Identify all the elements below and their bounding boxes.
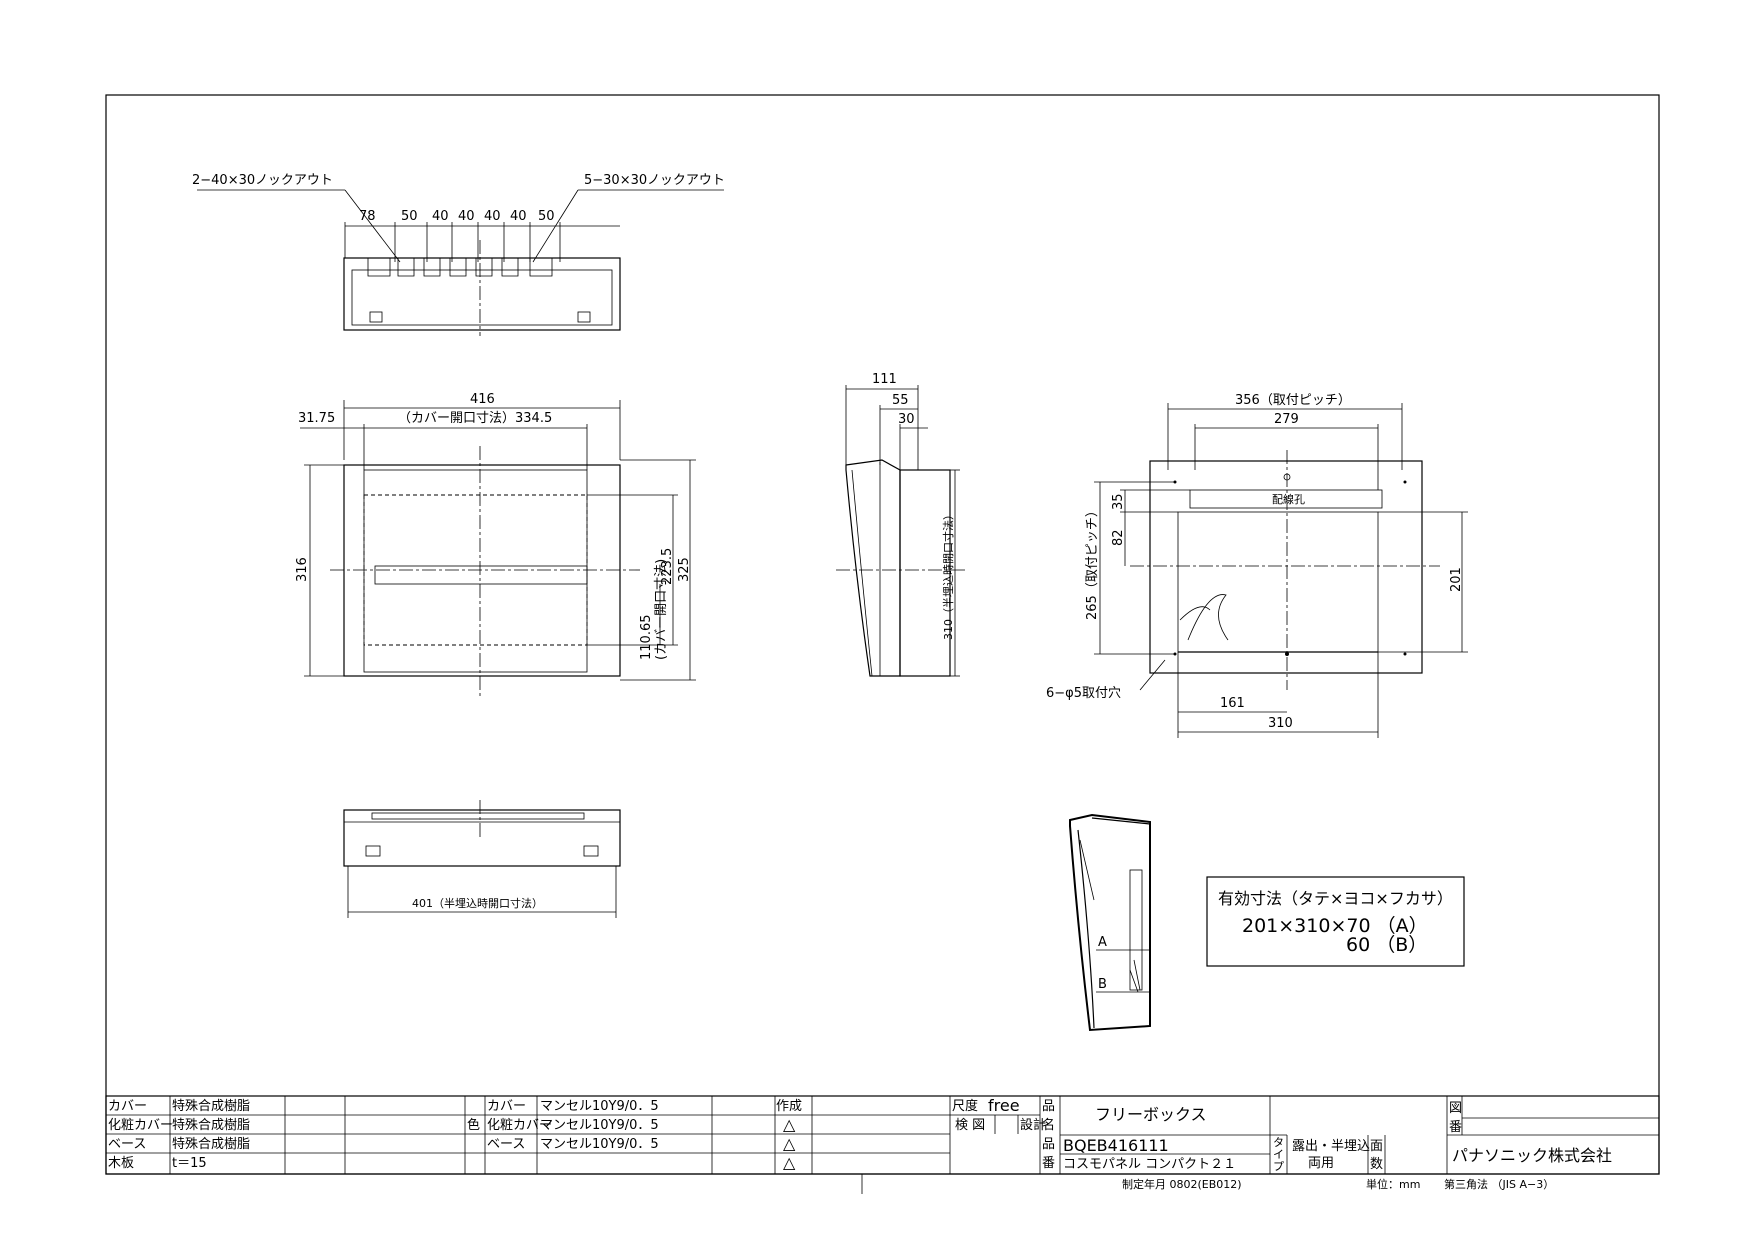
top-dim-40d: 40 bbox=[510, 209, 527, 224]
color-label: 色 bbox=[467, 1117, 480, 1133]
side-depth-30: 30 bbox=[898, 412, 915, 427]
mat-value-0: 特殊合成樹脂 bbox=[172, 1099, 250, 1114]
mat-part-1: 化粧カバー bbox=[108, 1118, 173, 1133]
top-dim-78: 78 bbox=[359, 209, 376, 224]
front-cover-opening-v: 110.65(カバー開口寸法) bbox=[639, 559, 669, 660]
scale-label: 尺度 bbox=[952, 1098, 978, 1114]
mat-value-1: 特殊合成樹脂 bbox=[172, 1118, 250, 1133]
top-dim-40b: 40 bbox=[458, 209, 475, 224]
back-view: 356（取付ピッチ） 279 配線孔 265（取付ピッチ） 35 82 bbox=[1046, 393, 1468, 738]
series: コスモパネル コンパクト２１ bbox=[1063, 1157, 1236, 1172]
front-offset: 31.75 bbox=[298, 411, 335, 426]
side-view: 111 55 30 310（半埋込時開口寸法） bbox=[836, 372, 966, 677]
product-name-label-2: 名 bbox=[1042, 1117, 1055, 1133]
mat-value-2: 特殊合成樹脂 bbox=[172, 1137, 250, 1152]
front-cover-opening: （カバー開口寸法）334.5 bbox=[398, 411, 552, 426]
section-label-b: B bbox=[1098, 977, 1107, 992]
effective-dimensions: 有効寸法（タテ×ヨコ×フカサ） 201×310×70 （A） 60 （B） bbox=[1206, 876, 1465, 967]
top-dim-50a: 50 bbox=[401, 209, 418, 224]
back-mount-holes: 6−φ5取付穴 bbox=[1046, 686, 1121, 701]
revision-mark-0: △ bbox=[783, 1115, 796, 1134]
top-dim-40a: 40 bbox=[432, 209, 449, 224]
check-label: 検 図 bbox=[955, 1118, 985, 1133]
color-value-1: マンセル10Y9/0．5 bbox=[540, 1118, 659, 1133]
product-name: フリーボックス bbox=[1095, 1105, 1207, 1124]
type-value: 露出・半埋込 bbox=[1292, 1139, 1370, 1154]
back-w161: 161 bbox=[1220, 696, 1245, 711]
mat-value-3: t＝15 bbox=[172, 1156, 207, 1171]
date-code: 制定年月 0802(EB012) bbox=[1122, 1177, 1242, 1191]
effective-title: 有効寸法（タテ×ヨコ×フカサ） bbox=[1218, 889, 1453, 908]
front-inner-height: 223.5 bbox=[660, 548, 675, 585]
front-height-325: 325 bbox=[677, 557, 692, 582]
side-depth-55: 55 bbox=[892, 393, 909, 408]
color-part-2: ベース bbox=[487, 1137, 525, 1152]
face-label: 面 bbox=[1370, 1139, 1383, 1154]
scale-value: free bbox=[988, 1096, 1020, 1115]
type-label-3: プ bbox=[1273, 1160, 1284, 1173]
effective-line1: 201×310×70 （A） bbox=[1242, 915, 1428, 937]
knockout-left-label: 2−40×30ノックアウト bbox=[192, 173, 333, 188]
top-view: 2−40×30ノックアウト 5−30×30ノックアウト 78 50 40 40 … bbox=[192, 173, 725, 336]
back-pitch-w: 356（取付ピッチ） bbox=[1235, 393, 1351, 408]
back-wiring-hole: 配線孔 bbox=[1272, 492, 1305, 506]
color-part-0: カバー bbox=[487, 1099, 526, 1114]
section-label-a: A bbox=[1098, 935, 1107, 950]
revision-mark-2: △ bbox=[783, 1153, 796, 1172]
design-label: 設計 bbox=[1020, 1117, 1046, 1133]
revision-mark-1: △ bbox=[783, 1134, 796, 1153]
product-no-label-2: 番 bbox=[1042, 1156, 1055, 1171]
back-w279: 279 bbox=[1274, 412, 1299, 427]
type-value-2: 両用 bbox=[1308, 1156, 1334, 1171]
made-label: 作成 bbox=[776, 1099, 802, 1114]
front-height-316: 316 bbox=[295, 557, 310, 582]
drawing-no-label: 図 bbox=[1449, 1101, 1462, 1116]
side-embed-opening: 310（半埋込時開口寸法） bbox=[941, 509, 955, 640]
company-name: パナソニック株式会社 bbox=[1452, 1146, 1612, 1165]
back-d35: 35 bbox=[1111, 493, 1126, 510]
knockout-right-label: 5−30×30ノックアウト bbox=[584, 173, 725, 188]
mat-part-0: カバー bbox=[108, 1099, 147, 1114]
back-d82: 82 bbox=[1111, 529, 1126, 546]
back-w310: 310 bbox=[1268, 716, 1293, 731]
effective-line2: 60 （B） bbox=[1346, 934, 1427, 956]
product-no-label: 品 bbox=[1042, 1137, 1055, 1152]
mat-part-2: ベース bbox=[108, 1137, 146, 1152]
bottom-embed-opening: 401（半埋込時開口寸法） bbox=[412, 896, 543, 910]
back-h201: 201 bbox=[1449, 567, 1464, 592]
type-label-2: イ bbox=[1273, 1148, 1284, 1161]
mat-part-3: 木板 bbox=[108, 1156, 134, 1171]
section-view: A B bbox=[1069, 813, 1151, 1032]
top-dim-50b: 50 bbox=[538, 209, 555, 224]
bottom-view: 401（半埋込時開口寸法） bbox=[343, 800, 621, 918]
type-label: タ bbox=[1273, 1136, 1284, 1149]
front-width-416: 416 bbox=[470, 392, 495, 407]
top-dim-40c: 40 bbox=[484, 209, 501, 224]
front-view: 416 31.75 （カバー開口寸法）334.5 316 325 223.5 1… bbox=[295, 392, 696, 696]
face-label-2: 数 bbox=[1370, 1157, 1383, 1172]
projection-label: 第三角法 （JIS A−3） bbox=[1444, 1177, 1554, 1191]
back-pitch-h: 265（取付ピッチ） bbox=[1085, 504, 1100, 620]
side-depth-111: 111 bbox=[872, 372, 897, 387]
sheet-border bbox=[105, 94, 1660, 1175]
color-value-0: マンセル10Y9/0．5 bbox=[540, 1099, 659, 1114]
color-part-1: 化粧カバー bbox=[487, 1118, 552, 1133]
title-block: カバー 特殊合成樹脂 化粧カバー 特殊合成樹脂 ベース 特殊合成樹脂 木板 t＝… bbox=[105, 1095, 1660, 1175]
color-value-2: マンセル10Y9/0．5 bbox=[540, 1137, 659, 1152]
product-no: BQEB416111 bbox=[1063, 1136, 1169, 1155]
unit-label: 単位：mm bbox=[1366, 1177, 1420, 1191]
drawing-no-label-2: 番 bbox=[1449, 1120, 1462, 1135]
product-name-label: 品 bbox=[1042, 1099, 1055, 1114]
